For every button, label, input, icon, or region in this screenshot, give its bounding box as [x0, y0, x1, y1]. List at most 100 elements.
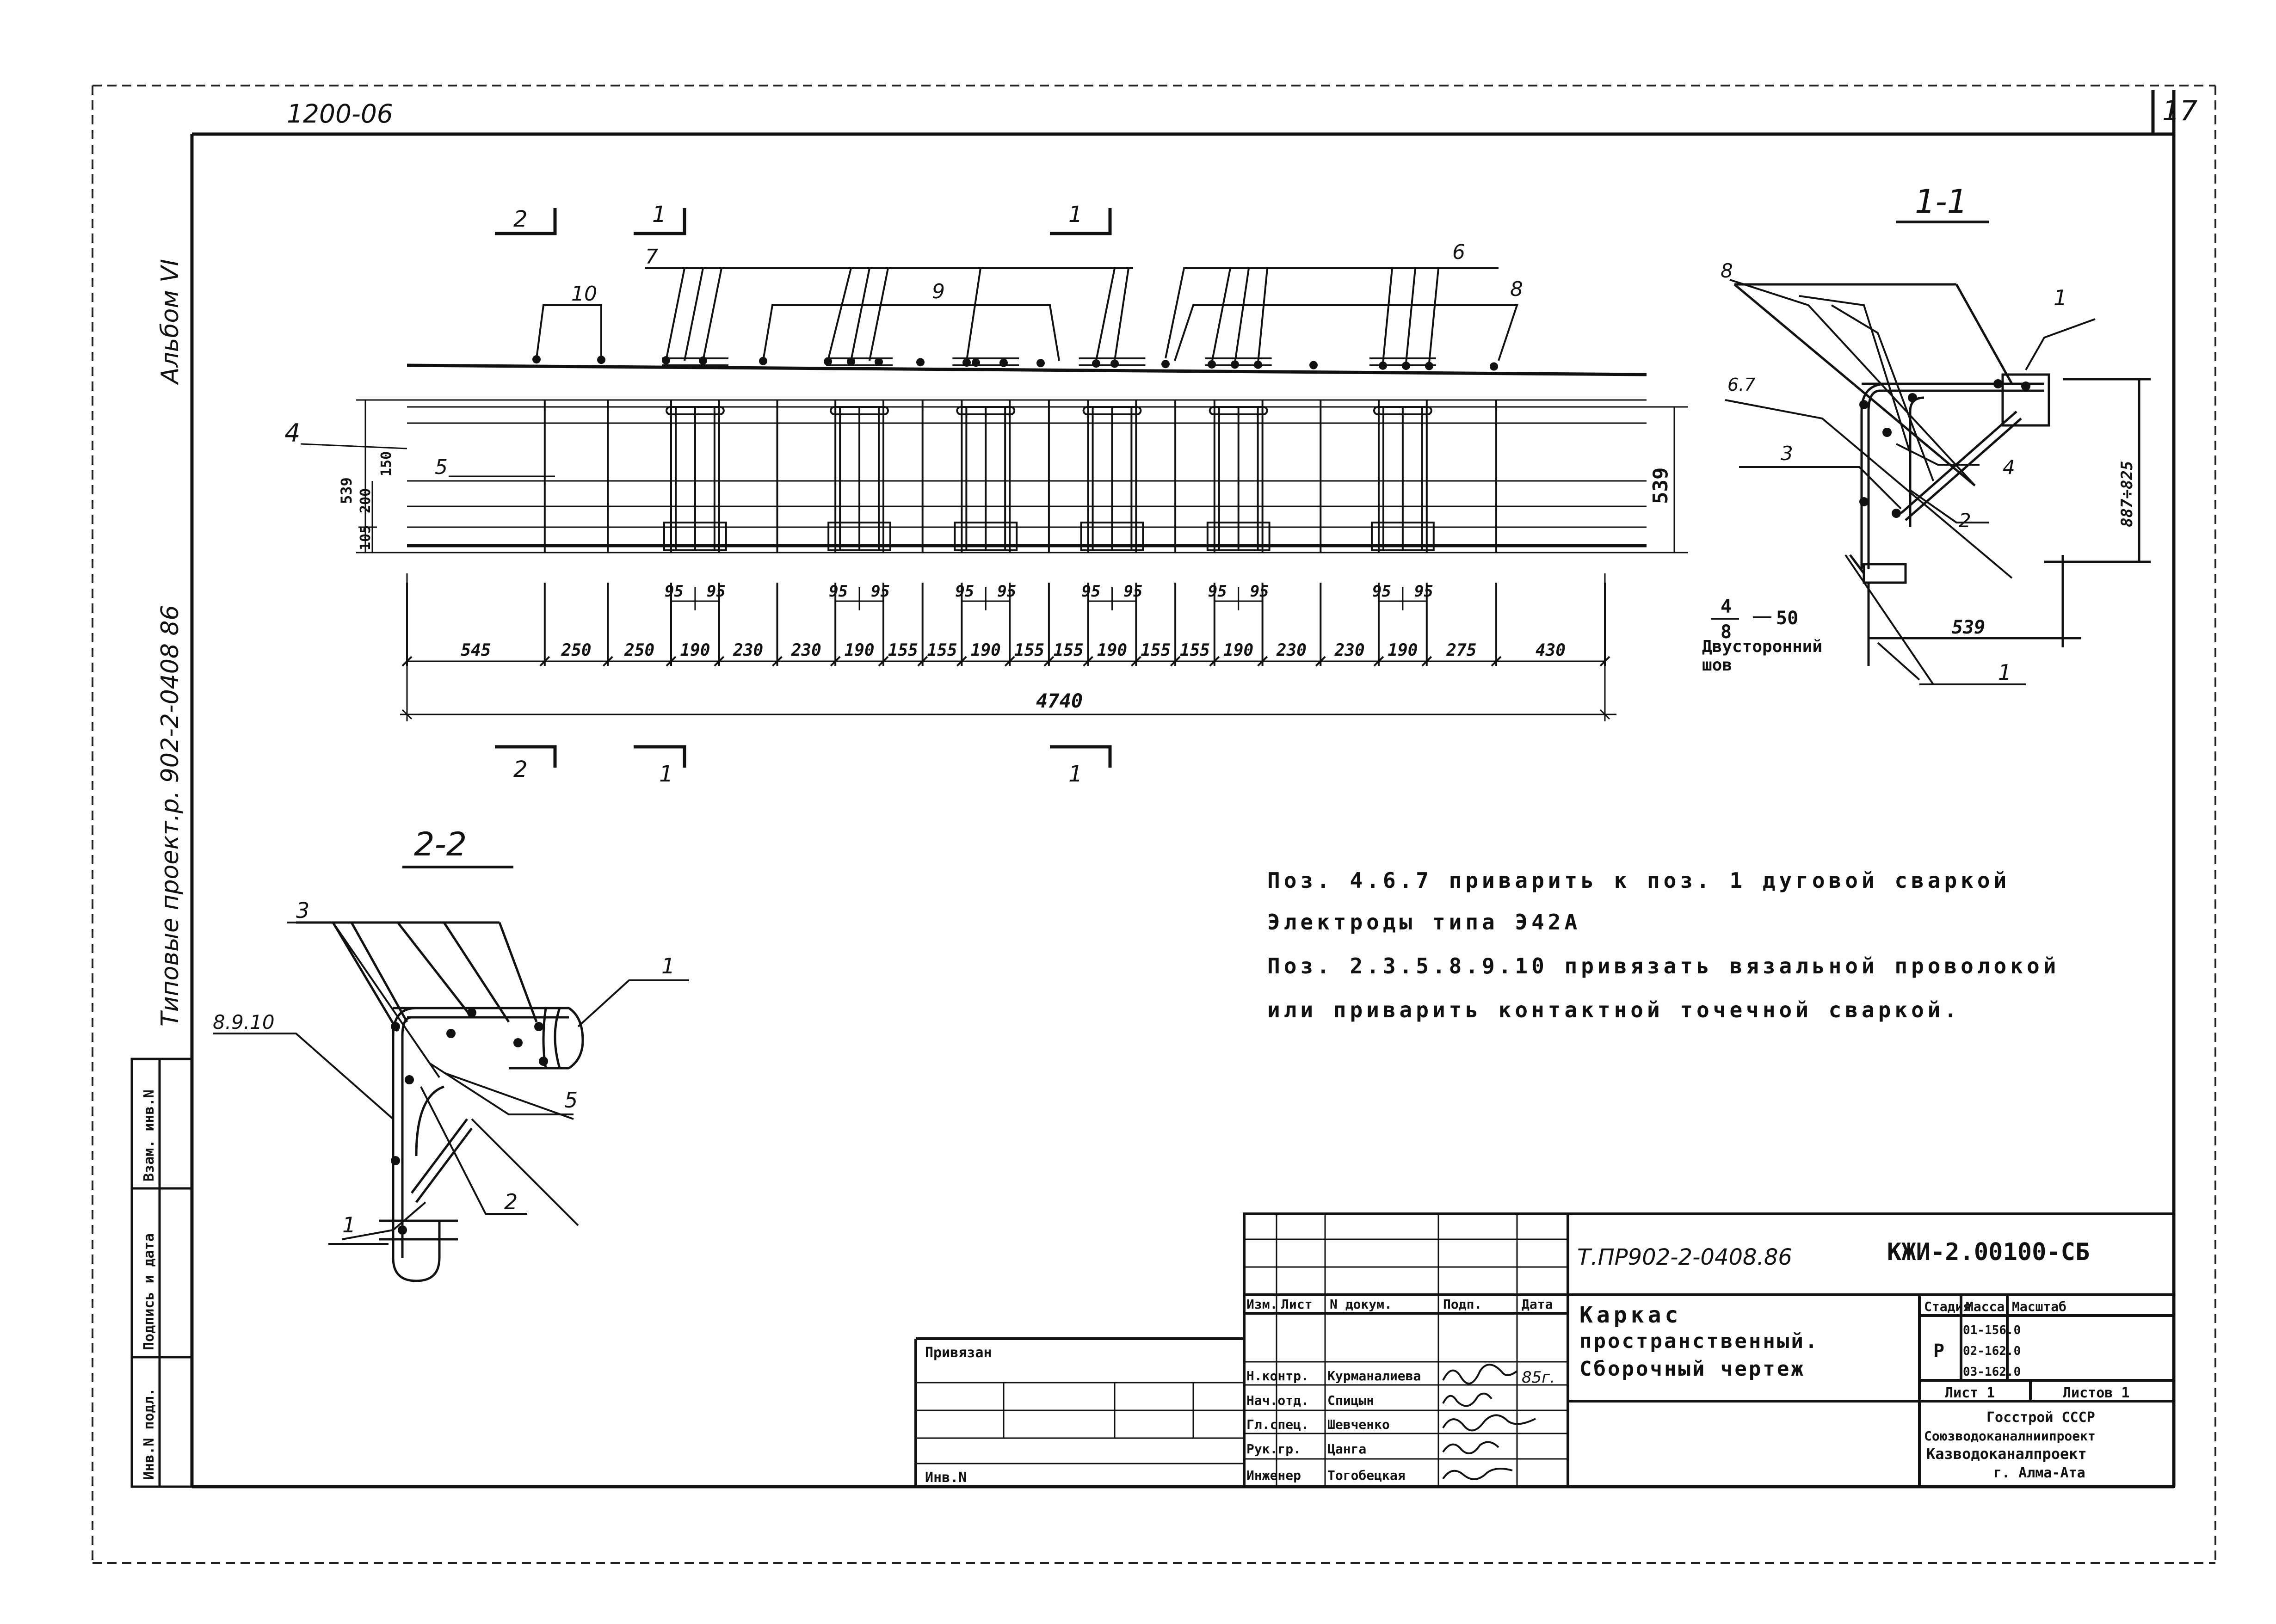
leader-6-strand	[1405, 268, 1416, 363]
clip-top-loop	[830, 406, 889, 415]
bar-node	[1309, 361, 1318, 369]
doc-code: Т.ПР902-2-0408.86	[1577, 1244, 1792, 1270]
pos-label-5: 5	[435, 455, 448, 479]
plan-total-length: 4740	[1036, 689, 1083, 712]
section-mark-1-bottom: 1	[659, 761, 673, 787]
plan-height-150: 150	[378, 451, 395, 476]
bar-node	[1208, 360, 1216, 369]
margin-inv-original: Инв.N подл.	[141, 1388, 157, 1480]
role-5: Инженер	[1246, 1468, 1301, 1483]
section-2-2-node	[467, 1008, 476, 1017]
weld-note-line1: Двусторонний	[1702, 637, 1822, 656]
section-1-1-node	[1892, 509, 1901, 518]
album-label: Альбом VI	[156, 259, 184, 385]
bar-node	[532, 355, 541, 364]
leader-7-strand	[702, 268, 722, 361]
dim95-value: 95	[997, 582, 1016, 601]
section-2-2-node	[446, 1029, 456, 1038]
section-mark-1b-top: 1	[1068, 202, 1083, 228]
org-line-2: Союзводоканалниипроект	[1924, 1428, 2096, 1444]
name-3: Шевченко	[1327, 1417, 1390, 1432]
role-3: Гл.спец.	[1246, 1417, 1309, 1432]
section-markers	[495, 208, 1112, 768]
leader-9-strand	[827, 268, 852, 361]
org-line-1: Госстрой СССР	[1986, 1409, 2095, 1426]
section-1-1-node	[2021, 381, 2030, 391]
section-1-1-node	[1859, 497, 1869, 506]
name-5: Тогобецкая	[1327, 1468, 1406, 1483]
section-2-2-geometry	[296, 921, 584, 1282]
dim-value: 230	[733, 641, 763, 660]
section-2-2-pos-3: 3	[296, 898, 309, 923]
section-2-2-pos-8-9-10: 8.9.10	[213, 1011, 275, 1033]
bar-node	[1110, 359, 1119, 368]
section-1-1-pos-2: 2	[1959, 509, 1971, 532]
plan-height-539-right: 539	[1649, 468, 1672, 504]
sheets-label: Листов 1	[2063, 1385, 2130, 1401]
dim-value: 155	[1014, 641, 1044, 660]
note-line-1: Поз. 4.6.7 приварить к поз. 1 дуговой св…	[1267, 868, 2010, 893]
plan-top-plates	[662, 357, 1436, 366]
dim-value: 155	[888, 641, 918, 660]
clip-top-loop	[1082, 406, 1142, 415]
leader-7b-strand	[1095, 268, 1116, 361]
section-1-1-pos-4: 4	[2003, 456, 2015, 479]
plan-dim95-marks	[671, 587, 1427, 610]
section-2-2-node	[391, 1156, 400, 1165]
leader-6-strand	[1428, 268, 1439, 363]
section-1-1-nodes	[1859, 379, 2030, 518]
name-1: Курманалиева	[1327, 1368, 1421, 1384]
note-line-4: или приварить контактной точечной сварко…	[1267, 997, 1961, 1022]
dim95-value: 95	[871, 582, 890, 601]
section-1-1: 1-1	[1702, 183, 2151, 685]
pos-label-4: 4	[284, 418, 300, 448]
section-1-1-node	[1882, 428, 1892, 437]
leader-6-strand	[1211, 268, 1231, 363]
plan-leaders	[536, 267, 1518, 363]
section-2-2-node	[534, 1022, 543, 1031]
section-1-1-pos-1-top: 1	[2054, 285, 2067, 310]
plan-clip-plates	[663, 406, 1435, 551]
bar-node	[1161, 360, 1170, 369]
scale-header: Масштаб	[2012, 1299, 2066, 1314]
bar-node	[662, 356, 670, 365]
date-note: 85г.	[1522, 1368, 1555, 1387]
leader-9-strand	[966, 268, 981, 361]
section-2-2-pos-1-bottom: 1	[342, 1212, 356, 1237]
section-1-1-node	[1993, 379, 2003, 388]
col-header-change: Изм.	[1246, 1297, 1277, 1312]
role-4: Рук.гр.	[1246, 1441, 1301, 1457]
project-label: Типовые проект.р. 902-2-0408 86	[156, 605, 184, 1027]
pos-label-9: 9	[932, 280, 945, 303]
margin-replaced-inv: Взам. инв.N	[141, 1089, 157, 1181]
section-2-2-pos-5: 5	[564, 1088, 578, 1113]
signature-scribbles	[1442, 1364, 1536, 1480]
section-mark-1-top: 1	[652, 202, 666, 228]
mass-value-3: 03-162.0	[1963, 1365, 2021, 1379]
bar-node	[759, 357, 767, 365]
inv-label: Инв.N	[925, 1470, 967, 1486]
dim-value: 250	[561, 641, 592, 660]
role-1: Н.контр.	[1246, 1368, 1309, 1384]
dim95-value: 95	[1414, 582, 1433, 601]
col-header-sheet: Лист	[1281, 1297, 1312, 1312]
weld-fraction-numerator: 4	[1721, 596, 1732, 617]
dim-value: 190	[680, 641, 710, 660]
section-2-2-node	[513, 1038, 523, 1047]
top-code: 1200-06	[287, 99, 393, 129]
role-2: Нач.отд.	[1246, 1393, 1309, 1408]
pos-label-6: 6	[1452, 240, 1465, 264]
pos-label-7: 7	[645, 245, 658, 269]
bound-label: Привязан	[925, 1345, 992, 1361]
sheet-border	[92, 85, 2216, 1564]
section-2-2-title: 2-2	[414, 825, 467, 863]
bar-node	[916, 358, 925, 367]
dim-value: 190	[1097, 641, 1127, 660]
org-line-4: г. Алма-Ата	[1993, 1465, 2085, 1481]
bar-node	[1036, 359, 1045, 368]
sheet-number: 17	[2162, 95, 2197, 127]
leader-6-strand	[1382, 268, 1393, 363]
dim-value: 155	[1054, 641, 1084, 660]
